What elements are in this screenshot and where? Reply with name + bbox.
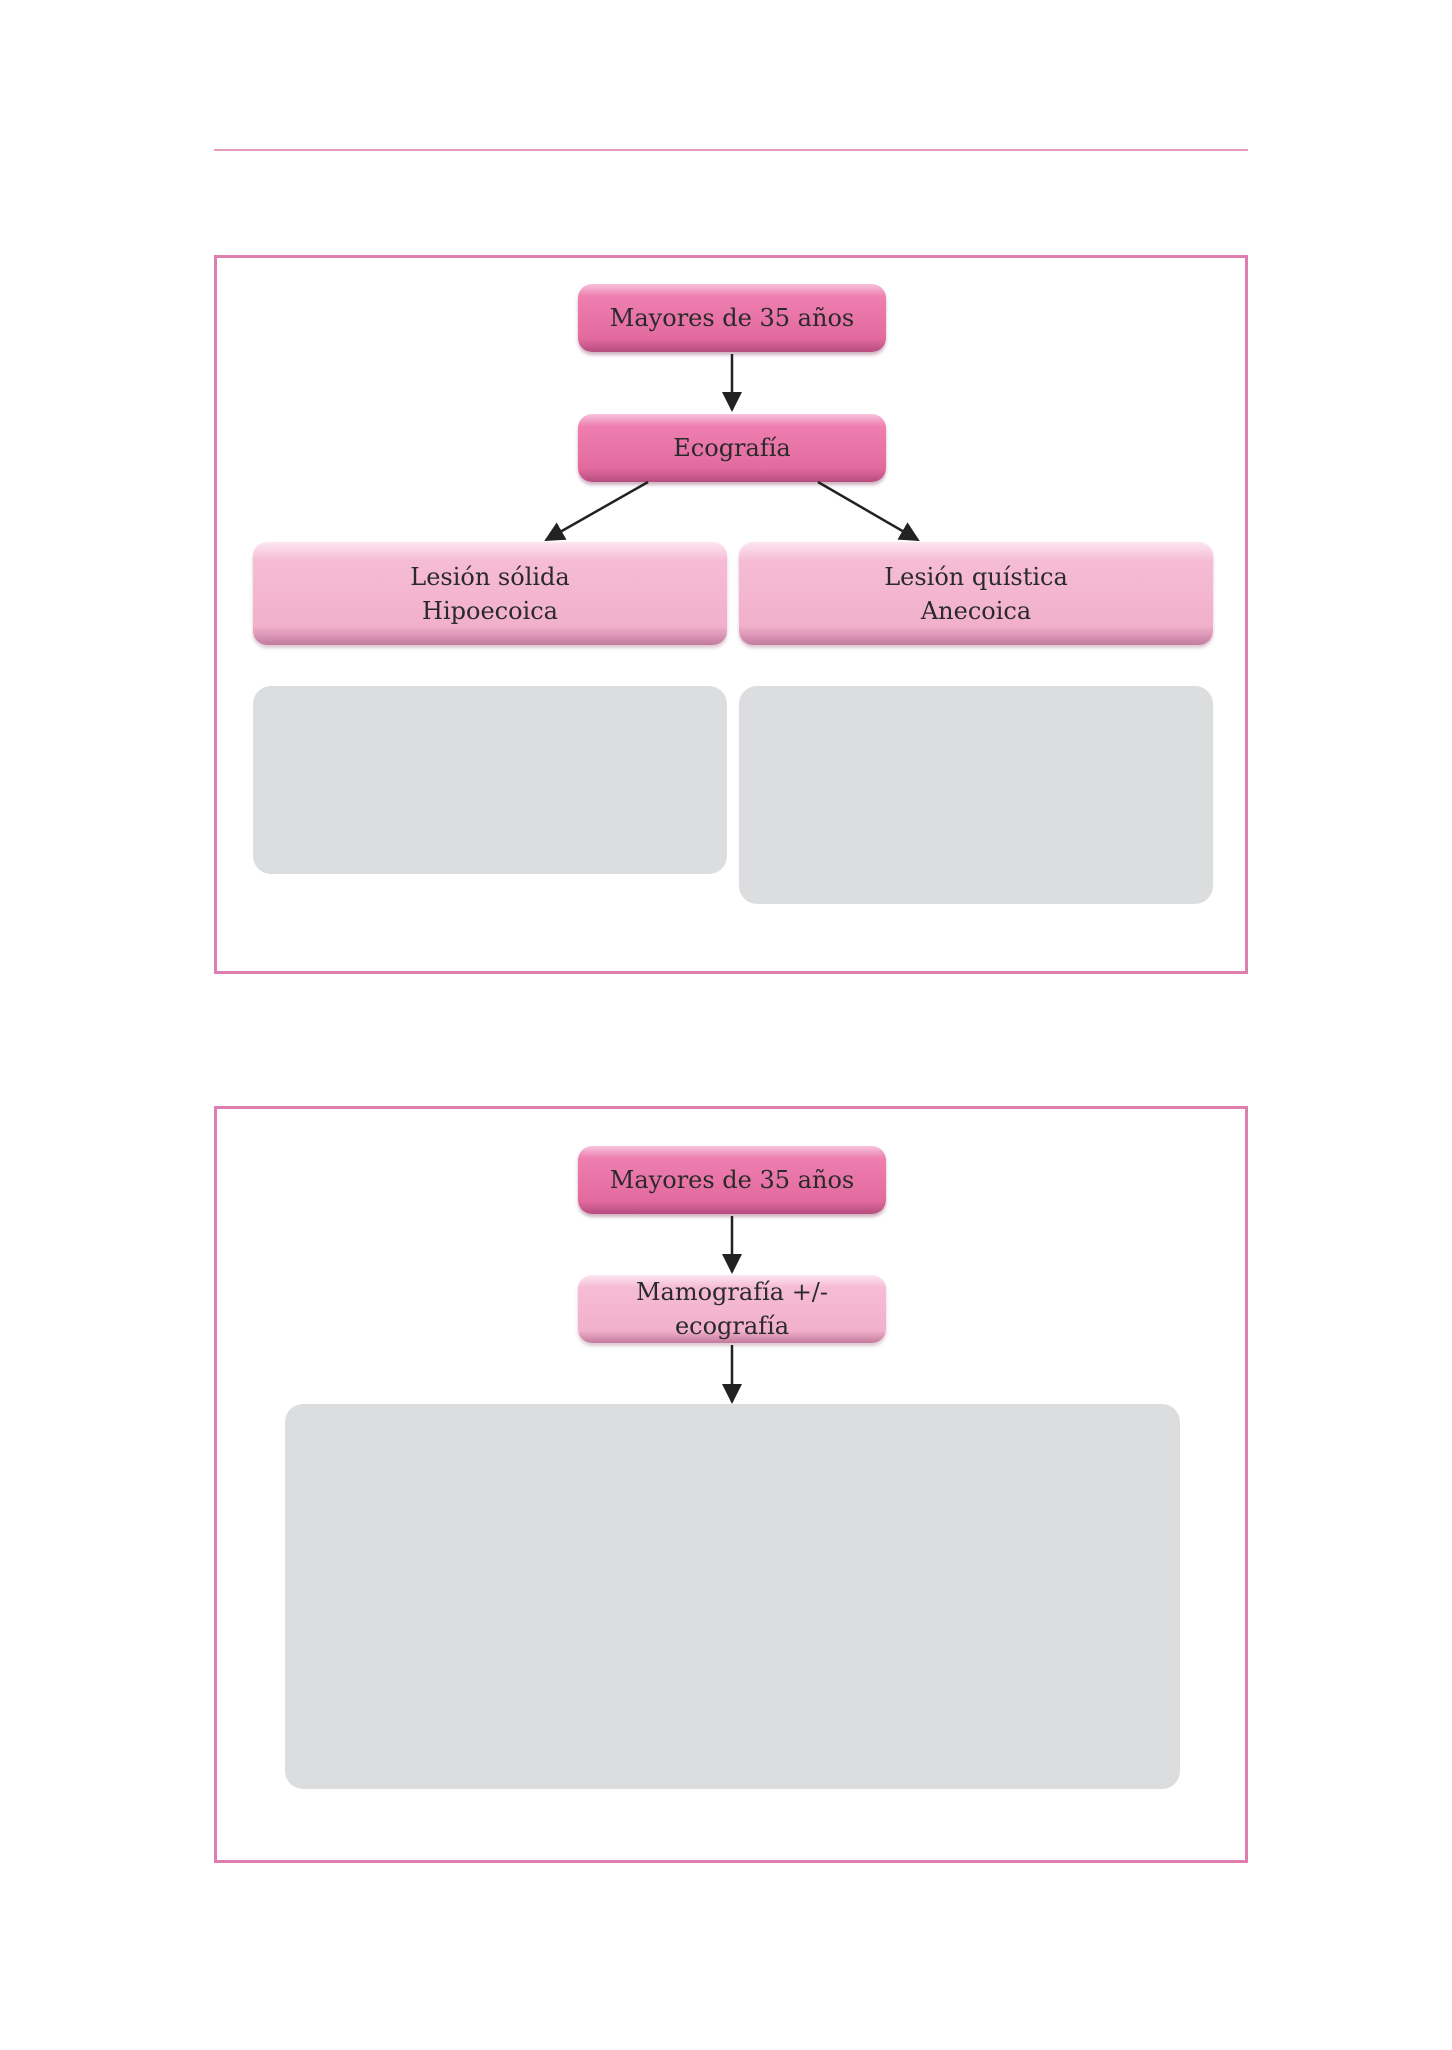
header-rule — [214, 149, 1248, 151]
node-root-1: Mayores de 35 años — [578, 284, 886, 352]
node-lesion-solida: Lesión sólida Hipoecoica — [253, 542, 727, 645]
lesion-quistica-line1: Lesión quística — [884, 562, 1068, 591]
placeholder-box-mamografia — [285, 1404, 1180, 1789]
node-root-2-label: Mayores de 35 años — [609, 1166, 855, 1194]
lesion-quistica-line2: Anecoica — [920, 596, 1032, 625]
placeholder-box-solida — [253, 686, 727, 874]
node-lesion-quistica: Lesión quística Anecoica — [739, 542, 1213, 645]
flowchart-frame-2 — [214, 1106, 1248, 1863]
node-root-1-label: Mayores de 35 años — [609, 304, 855, 332]
placeholder-box-quistica — [739, 686, 1213, 904]
node-root-2: Mayores de 35 años — [578, 1146, 886, 1214]
flowchart-frame-1 — [214, 255, 1248, 974]
node-mamografia-label: Mamografía +/- ecografía — [635, 1278, 829, 1340]
node-ecografia-label: Ecografía — [673, 434, 791, 462]
lesion-solida-line2: Hipoecoica — [422, 596, 558, 625]
lesion-solida-line1: Lesión sólida — [410, 562, 570, 591]
node-mamografia: Mamografía +/- ecografía — [578, 1275, 886, 1343]
node-ecografia: Ecografía — [578, 414, 886, 482]
